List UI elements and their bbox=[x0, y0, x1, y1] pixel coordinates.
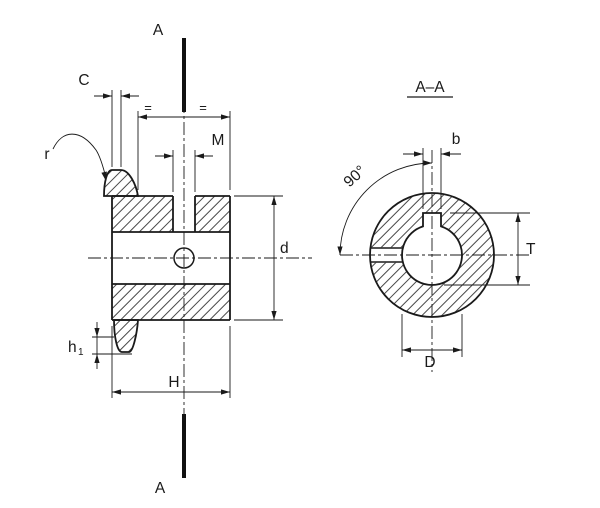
dimension-H: H bbox=[111, 326, 231, 398]
label-H: H bbox=[168, 374, 179, 391]
sprocket-section-hatching bbox=[104, 170, 230, 352]
label-angle: 90° bbox=[341, 162, 370, 190]
label-r: r bbox=[44, 146, 49, 163]
label-h1: h bbox=[68, 339, 77, 356]
dimension-d: d bbox=[234, 195, 289, 321]
label-m: M bbox=[212, 132, 225, 149]
dimension-c: C bbox=[78, 72, 139, 167]
tooth-top bbox=[103, 169, 140, 197]
label-b: b bbox=[452, 131, 461, 148]
dimension-T: T bbox=[444, 212, 536, 286]
label-h1-subscript: 1 bbox=[78, 347, 84, 358]
section-view-title: A–A bbox=[415, 79, 445, 96]
label-c: C bbox=[78, 72, 89, 89]
dimension-m: M bbox=[155, 132, 224, 192]
section-view-aa: A–A b 90° bbox=[337, 79, 536, 372]
dimension-equal-spacing: = = bbox=[137, 100, 231, 190]
section-label-top: A bbox=[153, 22, 164, 39]
label-d: d bbox=[280, 240, 289, 257]
dimension-r: r bbox=[44, 133, 107, 181]
dimension-h1: h 1 bbox=[68, 322, 132, 369]
dimension-b: b bbox=[403, 131, 461, 209]
section-label-bottom: A bbox=[155, 480, 166, 497]
dimension-D: D bbox=[401, 314, 463, 371]
tooth-bottom bbox=[113, 319, 139, 353]
label-D: D bbox=[424, 354, 435, 371]
equal-mark-right: = bbox=[199, 100, 207, 115]
label-T: T bbox=[526, 241, 536, 258]
equal-mark-left: = bbox=[144, 100, 152, 115]
left-view: A A bbox=[44, 22, 312, 497]
